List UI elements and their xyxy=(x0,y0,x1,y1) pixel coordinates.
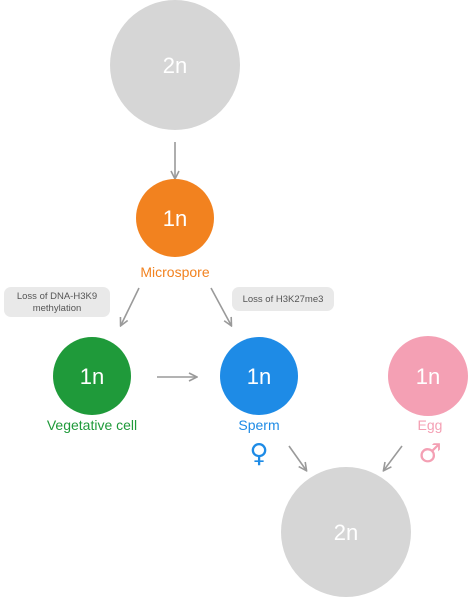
egg-sex-symbol: ♂ xyxy=(418,439,441,469)
sperm-ploidy: 1n xyxy=(247,364,271,389)
arrow-sperm-to-zygote xyxy=(288,445,306,470)
egg-circle xyxy=(388,336,468,416)
arrow-microspore-to-vegetative xyxy=(121,287,140,325)
note-dna-h3k9-box xyxy=(4,287,110,317)
top-diploid-cell: 2n xyxy=(110,0,240,130)
vegetative-label: Vegetative cell xyxy=(47,417,137,433)
vegetative-cell: 1n Vegetative cell xyxy=(47,337,137,433)
note-dna-h3k9: Loss of DNA-H3K9 methylation xyxy=(4,287,110,317)
vegetative-circle xyxy=(53,337,131,415)
microspore-ploidy: 1n xyxy=(163,206,187,231)
egg-label: Egg xyxy=(418,417,443,433)
note-dna-h3k9-line1: Loss of DNA-H3K9 xyxy=(17,291,97,302)
note-h3k27me3-line1: Loss of H3K27me3 xyxy=(243,294,324,305)
note-h3k27me3: Loss of H3K27me3 xyxy=(232,287,334,311)
sperm-sex-symbol: ♀ xyxy=(249,439,268,469)
note-h3k27me3-box xyxy=(232,287,334,311)
arrow-microspore-to-sperm xyxy=(210,287,231,325)
sperm-cell: 1n Sperm ♀ xyxy=(220,337,298,469)
bottom-diploid-ploidy: 2n xyxy=(334,520,358,545)
microspore-label: Microspore xyxy=(140,264,209,280)
vegetative-ploidy: 1n xyxy=(80,364,104,389)
arrow-egg-to-zygote xyxy=(384,445,403,470)
note-dna-h3k9-line2: methylation xyxy=(33,303,82,314)
bottom-diploid-cell: 2n xyxy=(281,467,411,597)
egg-ploidy: 1n xyxy=(416,364,440,389)
top-diploid-ploidy: 2n xyxy=(163,53,187,78)
sperm-circle xyxy=(220,337,298,415)
egg-cell: 1n Egg ♂ xyxy=(388,336,468,469)
bottom-diploid-circle xyxy=(281,467,411,597)
microspore-circle xyxy=(136,179,214,257)
top-diploid-circle xyxy=(110,0,240,130)
microspore-cell: 1n Microspore xyxy=(136,179,214,280)
sperm-label: Sperm xyxy=(238,417,279,433)
